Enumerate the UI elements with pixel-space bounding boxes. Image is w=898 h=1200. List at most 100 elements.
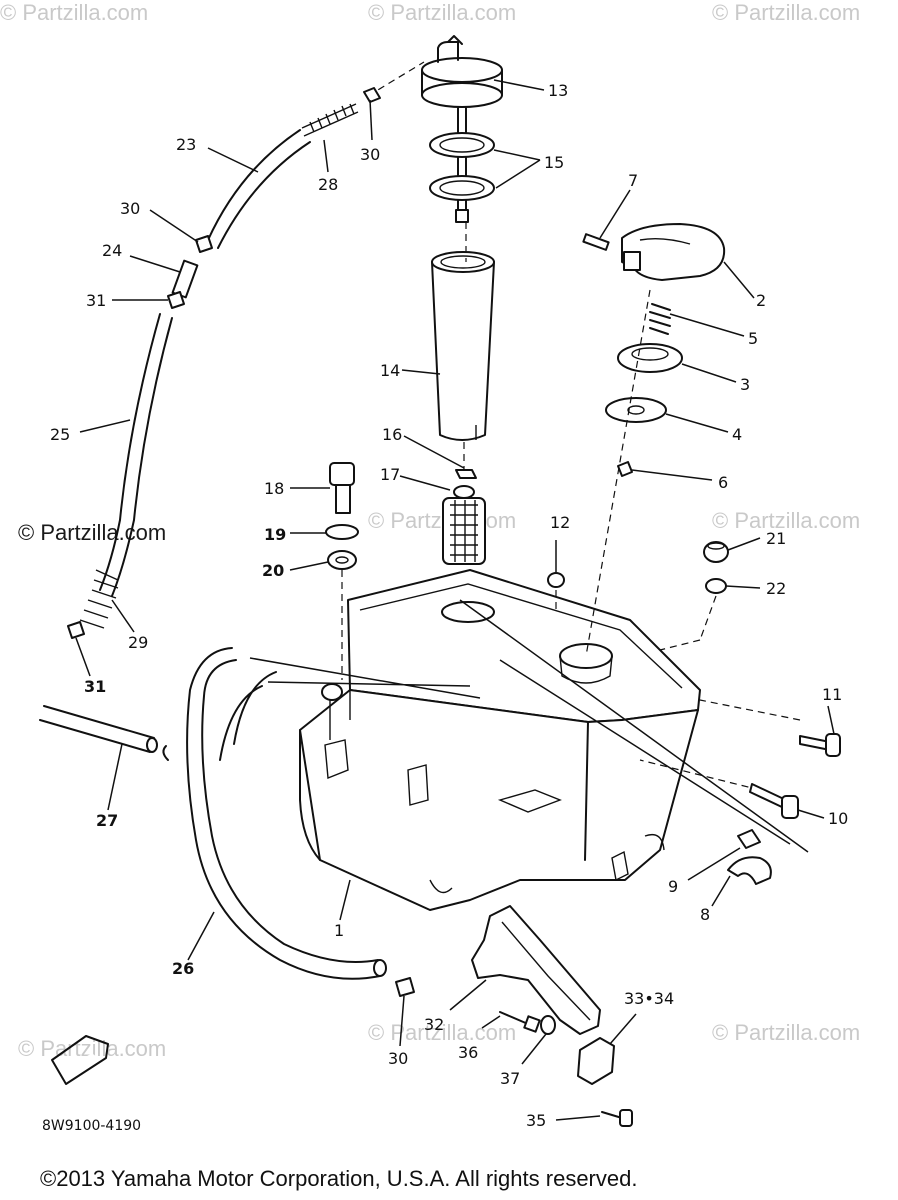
label-part-15: 15 — [544, 153, 564, 172]
label-part-12: 12 — [550, 513, 570, 532]
label-part-3: 3 — [740, 375, 750, 394]
part-30-clip-bottom — [395, 977, 415, 997]
part-17-fuel-filter — [442, 485, 486, 565]
assembly-line-sender — [463, 222, 467, 470]
part-35-screw — [601, 1111, 623, 1119]
watermark-bottom-right: © Partzilla.com — [712, 1020, 860, 1045]
part-32-bracket — [471, 905, 601, 1035]
part-15-gasket-rings — [429, 132, 495, 201]
part-37-washer — [540, 1015, 556, 1035]
label-part-30-bottom: 30 — [388, 1049, 408, 1068]
label-part-30-top: 30 — [360, 145, 380, 164]
label-part-5: 5 — [748, 329, 758, 348]
label-part-32: 32 — [424, 1015, 444, 1034]
watermark-top-right: © Partzilla.com — [712, 0, 860, 25]
label-part-28: 28 — [318, 175, 338, 194]
part-1-fuel-tank — [299, 569, 701, 911]
label-part-37: 37 — [500, 1069, 520, 1088]
part-22-washer — [705, 578, 727, 594]
label-part-18: 18 — [264, 479, 284, 498]
part-2-fuel-cap — [621, 223, 726, 281]
part-31-clip-upper — [167, 291, 185, 309]
label-part-30-upper: 30 — [120, 199, 140, 218]
part-16-clip — [455, 469, 477, 479]
part-4-gasket — [605, 397, 667, 423]
label-part-26: 26 — [172, 959, 194, 978]
copyright-notice: ©2013 Yamaha Motor Corporation, U.S.A. A… — [40, 1166, 637, 1191]
part-28-spring — [301, 103, 359, 137]
part-14-sender-tube — [431, 251, 495, 441]
label-part-8: 8 — [700, 905, 710, 924]
label-part-7: 7 — [628, 171, 638, 190]
part-13-sender-cap — [421, 35, 503, 108]
assembly-line-clamp — [459, 599, 809, 853]
watermark-mid-left: © Partzilla.com — [18, 520, 166, 545]
label-part-33-34: 33•34 — [624, 989, 674, 1008]
assembly-line-vent — [249, 657, 481, 699]
label-part-2: 2 — [756, 291, 766, 310]
label-part-36: 36 — [458, 1043, 478, 1062]
label-part-20: 20 — [262, 561, 284, 580]
assembly-line-cap — [585, 289, 651, 657]
part-5-spring — [649, 303, 671, 335]
diagram-code: 8W9100-4190 — [42, 1118, 141, 1134]
label-part-22: 22 — [766, 579, 786, 598]
part-21-damper — [703, 541, 729, 563]
label-part-6: 6 — [718, 473, 728, 492]
label-part-10: 10 — [828, 809, 848, 828]
part-26-hose-end — [373, 959, 387, 977]
assembly-line-mount — [659, 595, 717, 651]
part-29-spring — [79, 569, 119, 629]
part-33-34-clip — [577, 1037, 615, 1085]
part-7-pin — [582, 233, 610, 251]
watermark-bottom-left: © Partzilla.com — [18, 1036, 166, 1061]
part-10-bolt — [749, 783, 799, 819]
part-8-clamp — [727, 856, 772, 885]
label-part-25: 25 — [50, 425, 70, 444]
label-part-4: 4 — [732, 425, 742, 444]
leader-lines — [75, 79, 835, 1121]
part-20-grommet — [327, 550, 357, 570]
label-part-17: 17 — [380, 465, 400, 484]
part-19-washer — [325, 524, 359, 540]
part-36-screw — [499, 1011, 529, 1025]
label-part-21: 21 — [766, 529, 786, 548]
label-part-29: 29 — [128, 633, 148, 652]
part-23-vent-hose — [207, 129, 311, 249]
part-18-bolt — [329, 462, 355, 514]
part-11-bolt — [799, 733, 841, 757]
part-27-drain-hose — [39, 705, 155, 753]
label-part-24: 24 — [102, 241, 122, 260]
label-part-31-upper: 31 — [86, 291, 106, 310]
sender-rod-tip — [455, 209, 469, 223]
assembly-line-hose23 — [367, 61, 425, 97]
part-12-nut — [547, 572, 565, 588]
part-31-clip-lower — [67, 621, 85, 639]
part-26-overflow-hose — [186, 647, 381, 980]
watermark-top-center: © Partzilla.com — [368, 0, 516, 25]
label-part-27: 27 — [96, 811, 118, 830]
part-6-nut — [617, 461, 633, 477]
label-part-19: 19 — [264, 525, 286, 544]
label-part-14: 14 — [380, 361, 400, 380]
label-part-13: 13 — [548, 81, 568, 100]
label-part-9: 9 — [668, 877, 678, 896]
watermark-mid-right: © Partzilla.com — [712, 508, 860, 533]
part-30-clip-top — [363, 87, 381, 103]
part-24-joint — [171, 259, 199, 299]
label-part-23: 23 — [176, 135, 196, 154]
label-part-31-lower: 31 — [84, 677, 106, 696]
label-part-11: 11 — [822, 685, 842, 704]
assembly-line-bolt11 — [699, 699, 801, 721]
assembly-line-bolt10 — [639, 759, 761, 791]
part-9-clamp-nut — [737, 829, 761, 849]
watermark-top-left: © Partzilla.com — [0, 0, 148, 25]
label-part-35: 35 — [526, 1111, 546, 1130]
part-26-hose-secondary — [219, 671, 277, 761]
part-25-fuel-hose — [99, 313, 173, 597]
watermark-bottom-center: © Partzilla.com — [368, 1020, 516, 1045]
label-part-16: 16 — [382, 425, 402, 444]
part-30-clip-upper — [195, 235, 213, 253]
label-part-1: 1 — [334, 921, 344, 940]
